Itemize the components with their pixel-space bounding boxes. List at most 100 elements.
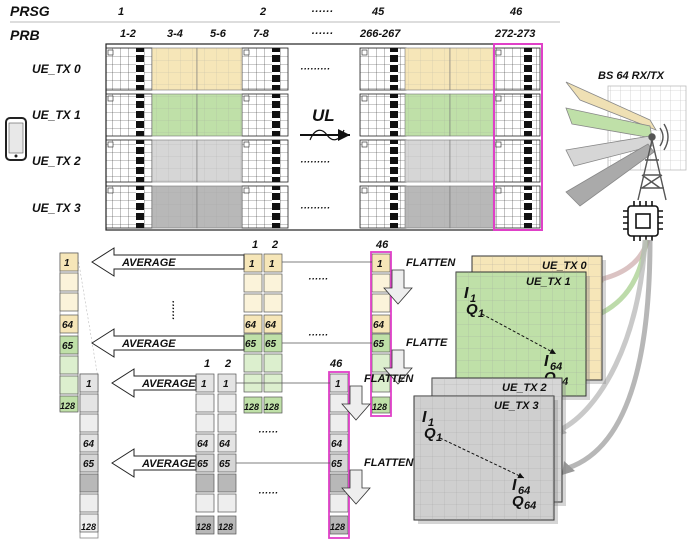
flatten-label: FLATTEN	[406, 257, 456, 269]
matrix-entry: I	[422, 409, 427, 426]
cell-index: 1	[86, 379, 92, 390]
ue-row-label: UE_TX 2	[32, 154, 81, 168]
avg-cell	[195, 473, 215, 493]
dmrs-gap	[136, 200, 144, 203]
flatten-arrow	[341, 385, 371, 421]
dmrs-gap	[524, 72, 532, 75]
dmrs-gap	[524, 174, 532, 177]
avg-cell	[329, 413, 349, 433]
dmrs-gap	[136, 154, 144, 157]
column-dots: ······	[258, 488, 278, 499]
matrix-entry-sub: 64	[518, 485, 530, 497]
avg-cell	[195, 493, 215, 513]
avg-cell	[243, 293, 263, 313]
pilot-corner	[495, 187, 502, 194]
flatten-label: FLATTEN	[364, 457, 414, 469]
average-arrow	[111, 368, 197, 398]
dmrs-column	[390, 94, 398, 136]
matrix-entry: I	[544, 353, 549, 370]
dmrs-gap	[136, 174, 144, 177]
avg-cell	[79, 393, 99, 413]
prsg-value: 46	[509, 6, 523, 18]
avg-cell	[263, 396, 283, 414]
cell-index: 65	[62, 341, 74, 352]
ue-row-labels: UE_TX 0 UE_TX 1 UE_TX 2 UE_TX 3	[32, 62, 81, 215]
average-label: AVERAGE	[121, 257, 176, 269]
dmrs-gap	[136, 108, 144, 111]
dmrs-gap	[524, 128, 532, 131]
header: PRSG PRB 1 2 ······ 45 46 1-2 3-4 5-6 7-…	[10, 3, 560, 43]
cell-index: 64	[219, 439, 231, 450]
cell-index: 65	[265, 339, 277, 350]
uplink-wave	[309, 129, 345, 141]
pilot-corner	[107, 141, 114, 148]
avg-cell	[371, 273, 391, 293]
dmrs-gap	[390, 82, 398, 85]
avg-cell	[243, 314, 263, 334]
cell-index: 64	[83, 439, 95, 450]
avg-cell	[59, 335, 79, 355]
dmrs-gap	[272, 220, 280, 223]
avg-cell	[59, 375, 79, 395]
column-dots: ······	[258, 427, 278, 438]
avg-cell	[79, 433, 99, 453]
pilot-corner	[243, 187, 250, 194]
cell-index: 128	[196, 522, 211, 532]
dmrs-gap	[136, 144, 144, 147]
cell-index: 1	[269, 259, 275, 270]
average-arrow	[111, 448, 197, 478]
avg-cell	[263, 353, 283, 373]
avg-cell	[371, 396, 391, 414]
matrix-entry: Q	[512, 493, 524, 510]
dmrs-gap	[390, 144, 398, 147]
index-label: 2	[224, 358, 231, 370]
data-block-grid	[405, 140, 450, 182]
dmrs-gap	[390, 98, 398, 101]
data-block-grid	[152, 186, 197, 228]
flatten-label: FLATTE	[406, 337, 448, 349]
dmrs-gap	[390, 174, 398, 177]
dmrs-gap	[524, 82, 532, 85]
pilot-block	[105, 139, 153, 183]
dmrs-gap	[390, 108, 398, 111]
dmrs-gap	[390, 164, 398, 167]
average-arrow	[91, 247, 245, 277]
pilot-block	[105, 93, 153, 137]
cell-index: 1	[249, 259, 255, 270]
pilot-block	[359, 185, 407, 229]
avg-cell	[263, 314, 283, 334]
card-grid	[456, 272, 586, 396]
ue-row-label: UE_TX 3	[32, 201, 81, 215]
avg-cell	[79, 373, 99, 393]
cell-index: 64	[197, 439, 209, 450]
pilot-block	[493, 185, 541, 229]
index-label: 1	[204, 358, 210, 370]
dmrs-gap	[136, 220, 144, 223]
index-label: 46	[375, 239, 389, 251]
dmrs-gap	[136, 62, 144, 65]
matrix-entry: Q	[466, 301, 478, 318]
pilot-corner	[243, 95, 250, 102]
dmrs-gap	[524, 190, 532, 193]
dmrs-gap	[524, 220, 532, 223]
pilot-block	[241, 93, 289, 137]
cell-index: 1	[64, 258, 70, 269]
avg-cell	[59, 314, 79, 334]
diagonal-arrow	[439, 437, 525, 479]
column-dots: ······	[308, 274, 328, 285]
ue-row-label: UE_TX 1	[32, 108, 81, 122]
avg-cell	[371, 253, 391, 273]
prb-value: 266-267	[359, 28, 401, 40]
dmrs-column	[524, 48, 532, 90]
avg-cell	[217, 393, 237, 413]
flatten-arrow	[383, 269, 413, 305]
data-block-grid	[450, 186, 495, 228]
base-station: BS 64 RX/TX	[565, 70, 687, 241]
cell-index: 128	[264, 402, 279, 412]
prsg-value: ······	[311, 6, 333, 18]
dmrs-gap	[524, 62, 532, 65]
avg-cell	[59, 252, 79, 272]
avg-cell	[263, 253, 283, 273]
dmrs-gap	[272, 52, 280, 55]
